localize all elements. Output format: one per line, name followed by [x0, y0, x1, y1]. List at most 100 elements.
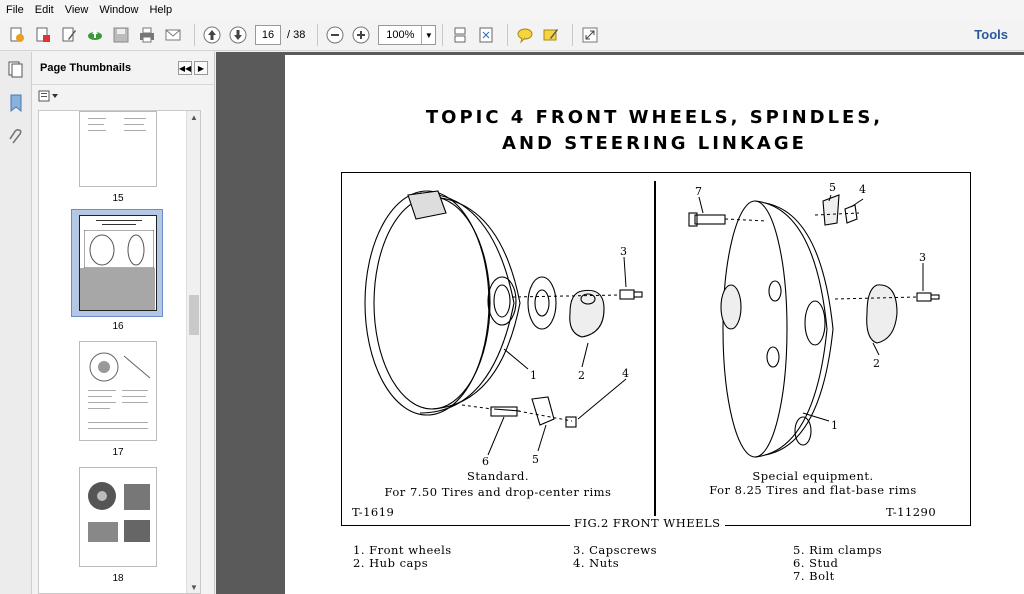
- right-caption-2: For 8.25 Tires and flat-base rims: [709, 483, 917, 497]
- standard-wheel-illustration: 1 2 3 4 5 6: [364, 190, 643, 468]
- document-viewport[interactable]: TOPIC 4 FRONT WHEELS, SPINDLES, AND STEE…: [216, 52, 1024, 594]
- menu-window[interactable]: Window: [99, 4, 139, 16]
- left-reference: T-1619: [352, 505, 395, 519]
- options-icon: [38, 90, 58, 102]
- combine-icon: [36, 27, 50, 42]
- edit-pdf-button[interactable]: [58, 24, 80, 46]
- menu-file[interactable]: File: [6, 4, 24, 16]
- edit-pdf-icon: [62, 27, 76, 42]
- callout-4: 4: [622, 367, 629, 380]
- thumbnail-page-selected[interactable]: [79, 215, 157, 311]
- bookmark-icon: [10, 94, 22, 113]
- zoom-select[interactable]: 100% ▼: [378, 25, 437, 45]
- thumbnail-label: 16: [112, 321, 124, 332]
- callout-5: 5: [532, 453, 539, 466]
- expand-icon: [582, 27, 598, 43]
- save-button[interactable]: [110, 24, 132, 46]
- thumbnail-list[interactable]: 15 16 17 18 ▲ ▼: [38, 110, 201, 594]
- highlight-button[interactable]: [540, 24, 562, 46]
- chevron-down-icon: ▼: [421, 26, 435, 44]
- document-title-line1: TOPIC 4 FRONT WHEELS, SPINDLES,: [425, 107, 884, 128]
- toolbar-separator: [317, 24, 319, 46]
- print-icon: [140, 27, 154, 43]
- legend-item: 4. Nuts: [573, 556, 620, 570]
- save-icon: [113, 27, 129, 43]
- toolbar-separator: [572, 24, 574, 46]
- left-caption-1: Standard.: [467, 469, 529, 483]
- comment-button[interactable]: [514, 24, 536, 46]
- minus-circle-icon: [326, 26, 344, 44]
- upload-button[interactable]: [84, 24, 106, 46]
- thumbnail-label: 15: [112, 193, 124, 204]
- email-button[interactable]: [162, 24, 184, 46]
- toolbar-separator: [507, 24, 509, 46]
- pages-panel-button[interactable]: [0, 52, 32, 86]
- fit-page-icon: [479, 27, 493, 43]
- left-caption-2: For 7.50 Tires and drop-center rims: [384, 485, 612, 499]
- callout-4: 4: [859, 183, 866, 196]
- legend-item: 3. Capscrews: [573, 543, 658, 557]
- figure-divider: [654, 181, 656, 517]
- right-reference: T-11290: [886, 505, 937, 519]
- callout-2: 2: [873, 357, 880, 370]
- toolbar-separator: [194, 24, 195, 46]
- fit-page-button[interactable]: [475, 24, 497, 46]
- callout-1: 1: [831, 419, 838, 432]
- figure-frame: 1 2 3 4 5 6: [341, 172, 971, 530]
- print-button[interactable]: [136, 24, 158, 46]
- scrolling-mode-button[interactable]: [449, 24, 471, 46]
- legend-item: 1. Front wheels: [353, 543, 452, 557]
- toolbar-separator: [442, 24, 444, 46]
- thumbnail-label: 18: [112, 573, 124, 584]
- document-page: TOPIC 4 FRONT WHEELS, SPINDLES, AND STEE…: [285, 55, 1024, 594]
- menu-help[interactable]: Help: [149, 4, 173, 16]
- callout-3: 3: [620, 245, 627, 258]
- prev-page-button[interactable]: [201, 24, 223, 46]
- scroll-mode-icon: [454, 27, 466, 43]
- toolbar: 16 / 38 100% ▼ Tools: [0, 20, 1024, 51]
- callout-7: 7: [695, 185, 702, 198]
- thumbnails-header: Page Thumbnails ◀◀ ▶: [32, 52, 214, 85]
- legend-item: 7. Bolt: [793, 569, 835, 583]
- menu-view[interactable]: View: [64, 4, 89, 16]
- callout-5: 5: [829, 181, 836, 194]
- next-page-button[interactable]: [227, 24, 249, 46]
- thumbnail-page[interactable]: [79, 111, 157, 187]
- menu-bar: File Edit View Window Help: [0, 0, 1024, 20]
- page-total: / 38: [287, 29, 306, 41]
- menu-edit[interactable]: Edit: [34, 4, 54, 16]
- collapse-panel-button[interactable]: ◀◀: [178, 61, 192, 75]
- panel-title: Page Thumbnails: [40, 62, 132, 74]
- attachments-panel-button[interactable]: [0, 120, 32, 154]
- pages-icon: [8, 61, 23, 78]
- scroll-up-icon[interactable]: ▲: [190, 113, 198, 122]
- thumbnail-options[interactable]: [32, 85, 214, 107]
- thumbnail-page[interactable]: [79, 467, 157, 567]
- callout-6: 6: [482, 455, 489, 468]
- thumbnail-scrollbar[interactable]: ▲ ▼: [186, 111, 200, 593]
- full-screen-button[interactable]: [579, 24, 601, 46]
- right-caption-1: Special equipment.: [752, 469, 874, 483]
- document-title-line2: AND STEERING LINKAGE: [502, 133, 807, 154]
- panel-menu-button[interactable]: ▶: [194, 61, 208, 75]
- legend-column-1: 1. Front wheels 2. Hub caps: [353, 544, 452, 570]
- page-number-input[interactable]: 16: [255, 25, 281, 45]
- combine-button[interactable]: [32, 24, 54, 46]
- paperclip-icon: [9, 129, 22, 144]
- special-wheel-illustration: 7 5 4 3 2 1: [688, 181, 940, 458]
- thumbnails-panel: Page Thumbnails ◀◀ ▶ 15 16 17: [32, 52, 215, 594]
- scroll-down-icon[interactable]: ▼: [190, 583, 198, 592]
- callout-1: 1: [530, 369, 537, 382]
- speech-bubble-icon: [517, 28, 533, 44]
- tools-link[interactable]: Tools: [974, 27, 1008, 42]
- plus-circle-icon: [352, 26, 370, 44]
- thumbnail-page[interactable]: [79, 341, 157, 441]
- zoom-out-button[interactable]: [324, 24, 346, 46]
- arrow-up-icon: [203, 26, 221, 44]
- scrollbar-thumb[interactable]: [189, 295, 199, 335]
- create-pdf-button[interactable]: [6, 24, 28, 46]
- zoom-in-button[interactable]: [350, 24, 372, 46]
- bookmarks-panel-button[interactable]: [0, 86, 32, 120]
- thumbnail-label: 17: [112, 447, 124, 458]
- cloud-upload-icon: [88, 30, 102, 40]
